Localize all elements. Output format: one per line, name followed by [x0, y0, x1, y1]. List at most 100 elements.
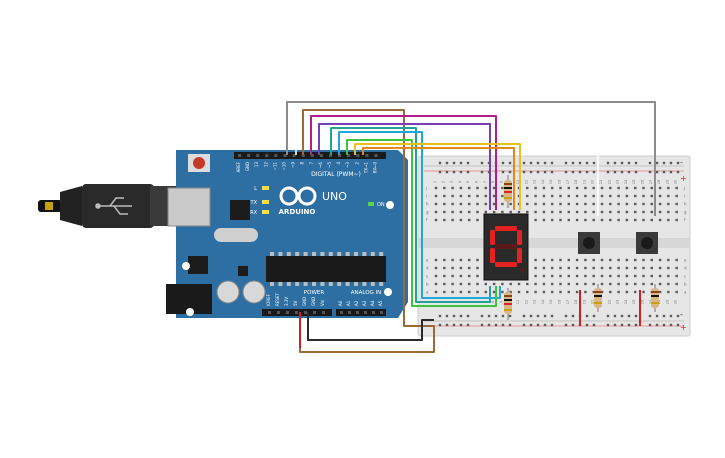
reset-button[interactable] — [188, 154, 210, 172]
column-number: 20 — [591, 179, 595, 184]
rail-minus-label-bottom: - — [680, 310, 683, 319]
pushbutton-1[interactable] — [578, 232, 600, 254]
column-number: 4 — [458, 180, 462, 183]
wire-teal[interactable] — [330, 127, 491, 303]
display-segments — [490, 226, 522, 267]
column-number: 11 — [516, 300, 520, 305]
column-number: 25 — [632, 180, 636, 185]
pin-label: ~11 — [272, 162, 277, 171]
rail-minus-label-top: - — [680, 158, 683, 167]
column-number: 5 — [466, 181, 470, 183]
segment-a — [495, 226, 517, 231]
svg-text:RX: RX — [250, 210, 257, 216]
pin-label: A2 — [354, 300, 359, 306]
pin-label: ~5 — [327, 162, 332, 168]
column-number: 9 — [499, 300, 503, 303]
segment-f — [490, 230, 495, 245]
column-number: 8 — [491, 180, 495, 183]
wires[interactable] — [286, 101, 656, 353]
display-digit-value: 0 — [0, 0, 1, 1]
pin-label: A0 — [338, 300, 343, 306]
column-number: 29 — [665, 179, 669, 184]
crystal — [214, 228, 258, 242]
pin-label: GND — [302, 297, 307, 306]
wire-cyan[interactable] — [338, 131, 501, 299]
analog-header-label: ANALOG IN — [351, 290, 382, 296]
usb-chip — [230, 200, 250, 220]
pin-label: GND — [245, 162, 250, 171]
column-number: 12 — [524, 300, 528, 305]
wire-yellow[interactable] — [354, 143, 521, 210]
row-letter: b — [684, 282, 687, 287]
column-number: 27 — [649, 300, 653, 305]
svg-text:L: L — [254, 186, 257, 192]
resistor-top[interactable] — [504, 175, 512, 208]
wire-magenta[interactable] — [310, 115, 497, 210]
digital-header[interactable] — [234, 152, 386, 159]
breadboard[interactable]: 1234567891011121314151617181920212223242… — [417, 155, 691, 337]
usb-cable[interactable] — [38, 184, 180, 228]
ic-pins-bottom — [270, 282, 384, 286]
pin-label: 13 — [254, 162, 259, 168]
column-number: 17 — [566, 180, 570, 185]
row-letter: e — [426, 258, 429, 263]
column-number: 9 — [499, 180, 503, 183]
pin-label: AREF — [236, 161, 241, 172]
row-letter: c — [426, 274, 428, 279]
pin-label: A5 — [378, 300, 383, 306]
row-letter: i — [426, 194, 427, 199]
wire-brown[interactable] — [299, 109, 435, 353]
analog-header[interactable] — [336, 309, 386, 316]
column-number: 25 — [632, 300, 636, 305]
pin-label: 2 — [354, 162, 359, 165]
wire-green[interactable] — [346, 139, 497, 307]
column-number: 23 — [616, 300, 620, 305]
wire-black-gnd[interactable] — [307, 312, 434, 341]
ic-pins-top — [270, 252, 384, 256]
usb-b-port — [167, 187, 211, 227]
column-number: 1 — [433, 181, 437, 183]
svg-text:ON: ON — [377, 202, 385, 208]
pin-label: RESET — [275, 293, 280, 306]
pin-label: 7 — [309, 162, 314, 165]
row-letter: h — [426, 202, 429, 207]
column-number: 16 — [558, 179, 562, 184]
row-letter: j — [683, 186, 685, 191]
pin-label: A3 — [362, 300, 367, 306]
wire-purple[interactable] — [318, 123, 491, 210]
pin-label: RX←0 — [373, 162, 378, 174]
power-header-label: POWER — [304, 290, 325, 296]
pin-label: 3.3V — [284, 297, 289, 306]
row-letter: g — [684, 210, 687, 215]
brand-text: ARDUINO — [279, 208, 316, 216]
wire-orange[interactable] — [362, 147, 515, 210]
row-letter: i — [684, 194, 685, 199]
column-number: 26 — [641, 299, 645, 304]
wire-white[interactable] — [295, 119, 599, 216]
wire-gray[interactable] — [286, 101, 656, 216]
pin-label: A1 — [346, 300, 351, 306]
column-number: 20 — [591, 299, 595, 304]
column-number: 19 — [582, 179, 586, 184]
resistor-button-1[interactable] — [594, 284, 602, 312]
pushbutton-2[interactable] — [636, 232, 658, 254]
capacitor — [216, 280, 240, 304]
column-number: 13 — [533, 180, 537, 185]
column-number: 18 — [574, 299, 578, 304]
row-letter: b — [426, 282, 429, 287]
row-letter: c — [684, 274, 686, 279]
column-number: 29 — [665, 299, 669, 304]
pin-label: ~3 — [345, 162, 350, 168]
seven-segment-display[interactable]: 0 — [0, 0, 529, 281]
column-number: 14 — [541, 179, 545, 184]
resistor-bottom[interactable] — [504, 288, 512, 320]
resistor-button-2[interactable] — [651, 284, 659, 312]
breadboard-holes[interactable] — [434, 161, 680, 327]
column-number: 6 — [475, 180, 479, 183]
row-letter: e — [684, 258, 687, 263]
column-number: 11 — [516, 180, 520, 185]
decimal-point — [520, 268, 524, 272]
